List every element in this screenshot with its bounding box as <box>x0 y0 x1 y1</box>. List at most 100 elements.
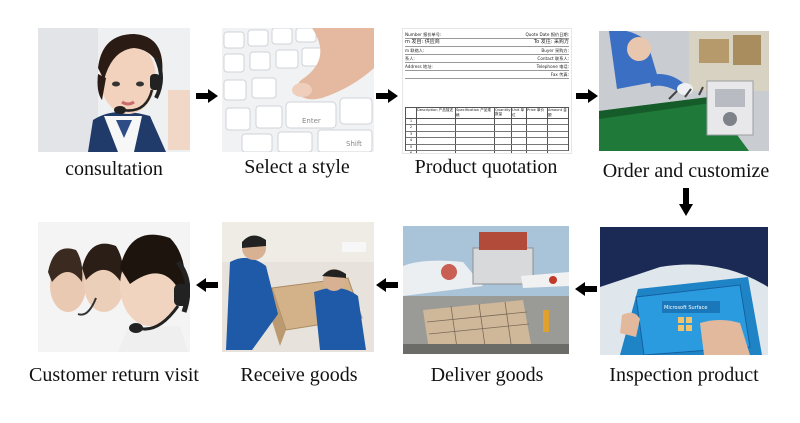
arrow-right-3 <box>576 89 598 103</box>
quotation-cell <box>512 150 527 153</box>
step-label-select-style: Select a style <box>244 156 350 178</box>
arrow-left-icon <box>196 278 218 292</box>
quotation-cell <box>417 150 456 153</box>
quotation-cell <box>527 144 548 150</box>
workers-carrying-box-illustration <box>222 222 374 352</box>
arrow-right-icon <box>576 89 598 103</box>
quotation-cell <box>495 138 512 144</box>
arrow-left-2 <box>376 278 398 292</box>
quotation-cell <box>527 150 548 153</box>
contact-field-a: m 联络人: <box>405 48 425 53</box>
quotation-cell <box>456 144 495 150</box>
quotation-cell <box>512 138 527 144</box>
quote-date-field: Quote Date 报价日期: <box>525 32 569 37</box>
col-price: Price 单价 <box>527 108 548 118</box>
arrow-down <box>679 188 693 216</box>
quotation-table-row: 6 <box>406 150 568 153</box>
order-customize-photo <box>599 31 769 151</box>
col-description: Description 产品描述 <box>417 108 456 118</box>
receive-goods-photo <box>222 222 374 352</box>
quotation-cell <box>512 125 527 131</box>
quotation-cell <box>495 150 512 153</box>
quotation-cell <box>495 119 512 125</box>
quotation-cell <box>527 131 548 138</box>
factory-conveyor-illustration <box>599 31 769 151</box>
arrow-left-icon <box>575 282 597 296</box>
quotation-cell <box>512 144 527 150</box>
step-label-order-customize: Order and customize <box>602 160 770 182</box>
quotation-cell <box>548 151 568 153</box>
quotation-cell <box>417 144 456 150</box>
quotation-cell <box>417 125 456 131</box>
col-unit: Unit 单位 <box>512 108 527 118</box>
quotation-row-number: 4 <box>406 138 417 144</box>
inspection-product-photo: Microsoft Surface <box>600 227 768 355</box>
arrow-down-icon <box>679 188 693 216</box>
quotation-table: Description 产品描述 Specification 产品规格 Quan… <box>405 107 569 153</box>
quotation-table-row: 5 <box>406 144 568 151</box>
keyboard-illustration: Enter Shift <box>222 28 374 152</box>
step-label-receive-goods: Receive goods <box>240 364 358 386</box>
fax-field: Fax 传真: <box>550 72 569 77</box>
arrow-right-icon <box>376 89 398 103</box>
arrow-right-2 <box>376 89 398 103</box>
contact-person-field: Contact 联系人: <box>537 56 569 61</box>
quotation-cell <box>417 131 456 138</box>
quotation-cell <box>417 119 456 125</box>
tablet-inspection-illustration: Microsoft Surface <box>600 227 768 355</box>
consultation-photo <box>38 28 190 152</box>
step-label-product-quotation: Product quotation <box>414 156 558 178</box>
headset-agents-illustration <box>38 222 190 352</box>
buyer-field: Buyer 采购方: <box>541 48 569 53</box>
enter-key-label: Enter <box>302 117 321 125</box>
quote-number-field: Number 报价单号: <box>405 32 442 37</box>
col-specification: Specification 产品规格 <box>456 108 495 118</box>
quotation-table-row: 1 <box>406 119 568 126</box>
step-label-customer-return-visit: Customer return visit <box>29 364 199 386</box>
col-amount: Amount 金额 <box>548 108 567 117</box>
quotation-cell <box>527 138 548 144</box>
quotation-cell <box>548 132 568 137</box>
arrow-left-3 <box>575 282 597 296</box>
quotation-row-number: 1 <box>406 119 417 125</box>
quotation-cell <box>495 125 512 131</box>
air-cargo-illustration <box>403 226 569 354</box>
quotation-cell <box>456 125 495 131</box>
quotation-cell <box>548 119 568 124</box>
quotation-cell <box>512 131 527 138</box>
tablet-brand-label: Microsoft Surface <box>664 305 707 311</box>
contact-field-b: 系人: <box>405 56 415 61</box>
headset-agent-illustration <box>38 28 190 152</box>
quotation-cell <box>548 145 568 150</box>
quotation-table-row: 3 <box>406 131 568 139</box>
step-label-inspection-product: Inspection product <box>609 364 759 386</box>
arrow-left-icon <box>376 278 398 292</box>
quotation-cell <box>527 119 548 125</box>
quotation-cell <box>495 131 512 138</box>
quotation-cell <box>548 125 568 130</box>
quotation-row-number: 6 <box>406 150 417 153</box>
quotation-row-number: 2 <box>406 125 417 131</box>
quotation-row-number: 5 <box>406 144 417 150</box>
quotation-cell <box>512 119 527 125</box>
step-label-consultation: consultation <box>65 158 163 180</box>
quotation-cell <box>456 131 495 138</box>
quotation-cell <box>495 144 512 150</box>
quotation-cell <box>456 150 495 153</box>
quotation-cell <box>456 138 495 144</box>
step-label-deliver-goods: Deliver goods <box>430 364 544 386</box>
quotation-table-row: 4 <box>406 138 568 145</box>
shift-key-label: Shift <box>346 140 362 148</box>
arrow-right-1 <box>196 89 218 103</box>
customer-return-visit-photo <box>38 222 190 352</box>
quotation-cell <box>548 138 568 143</box>
col-quantity: Quantity 数量 <box>495 108 512 118</box>
telephone-field: Telephone 电话: <box>536 64 569 69</box>
quotation-cell <box>417 138 456 144</box>
arrow-right-icon <box>196 89 218 103</box>
quotation-table-row: 2 <box>406 125 568 132</box>
quotation-cell <box>527 125 548 131</box>
